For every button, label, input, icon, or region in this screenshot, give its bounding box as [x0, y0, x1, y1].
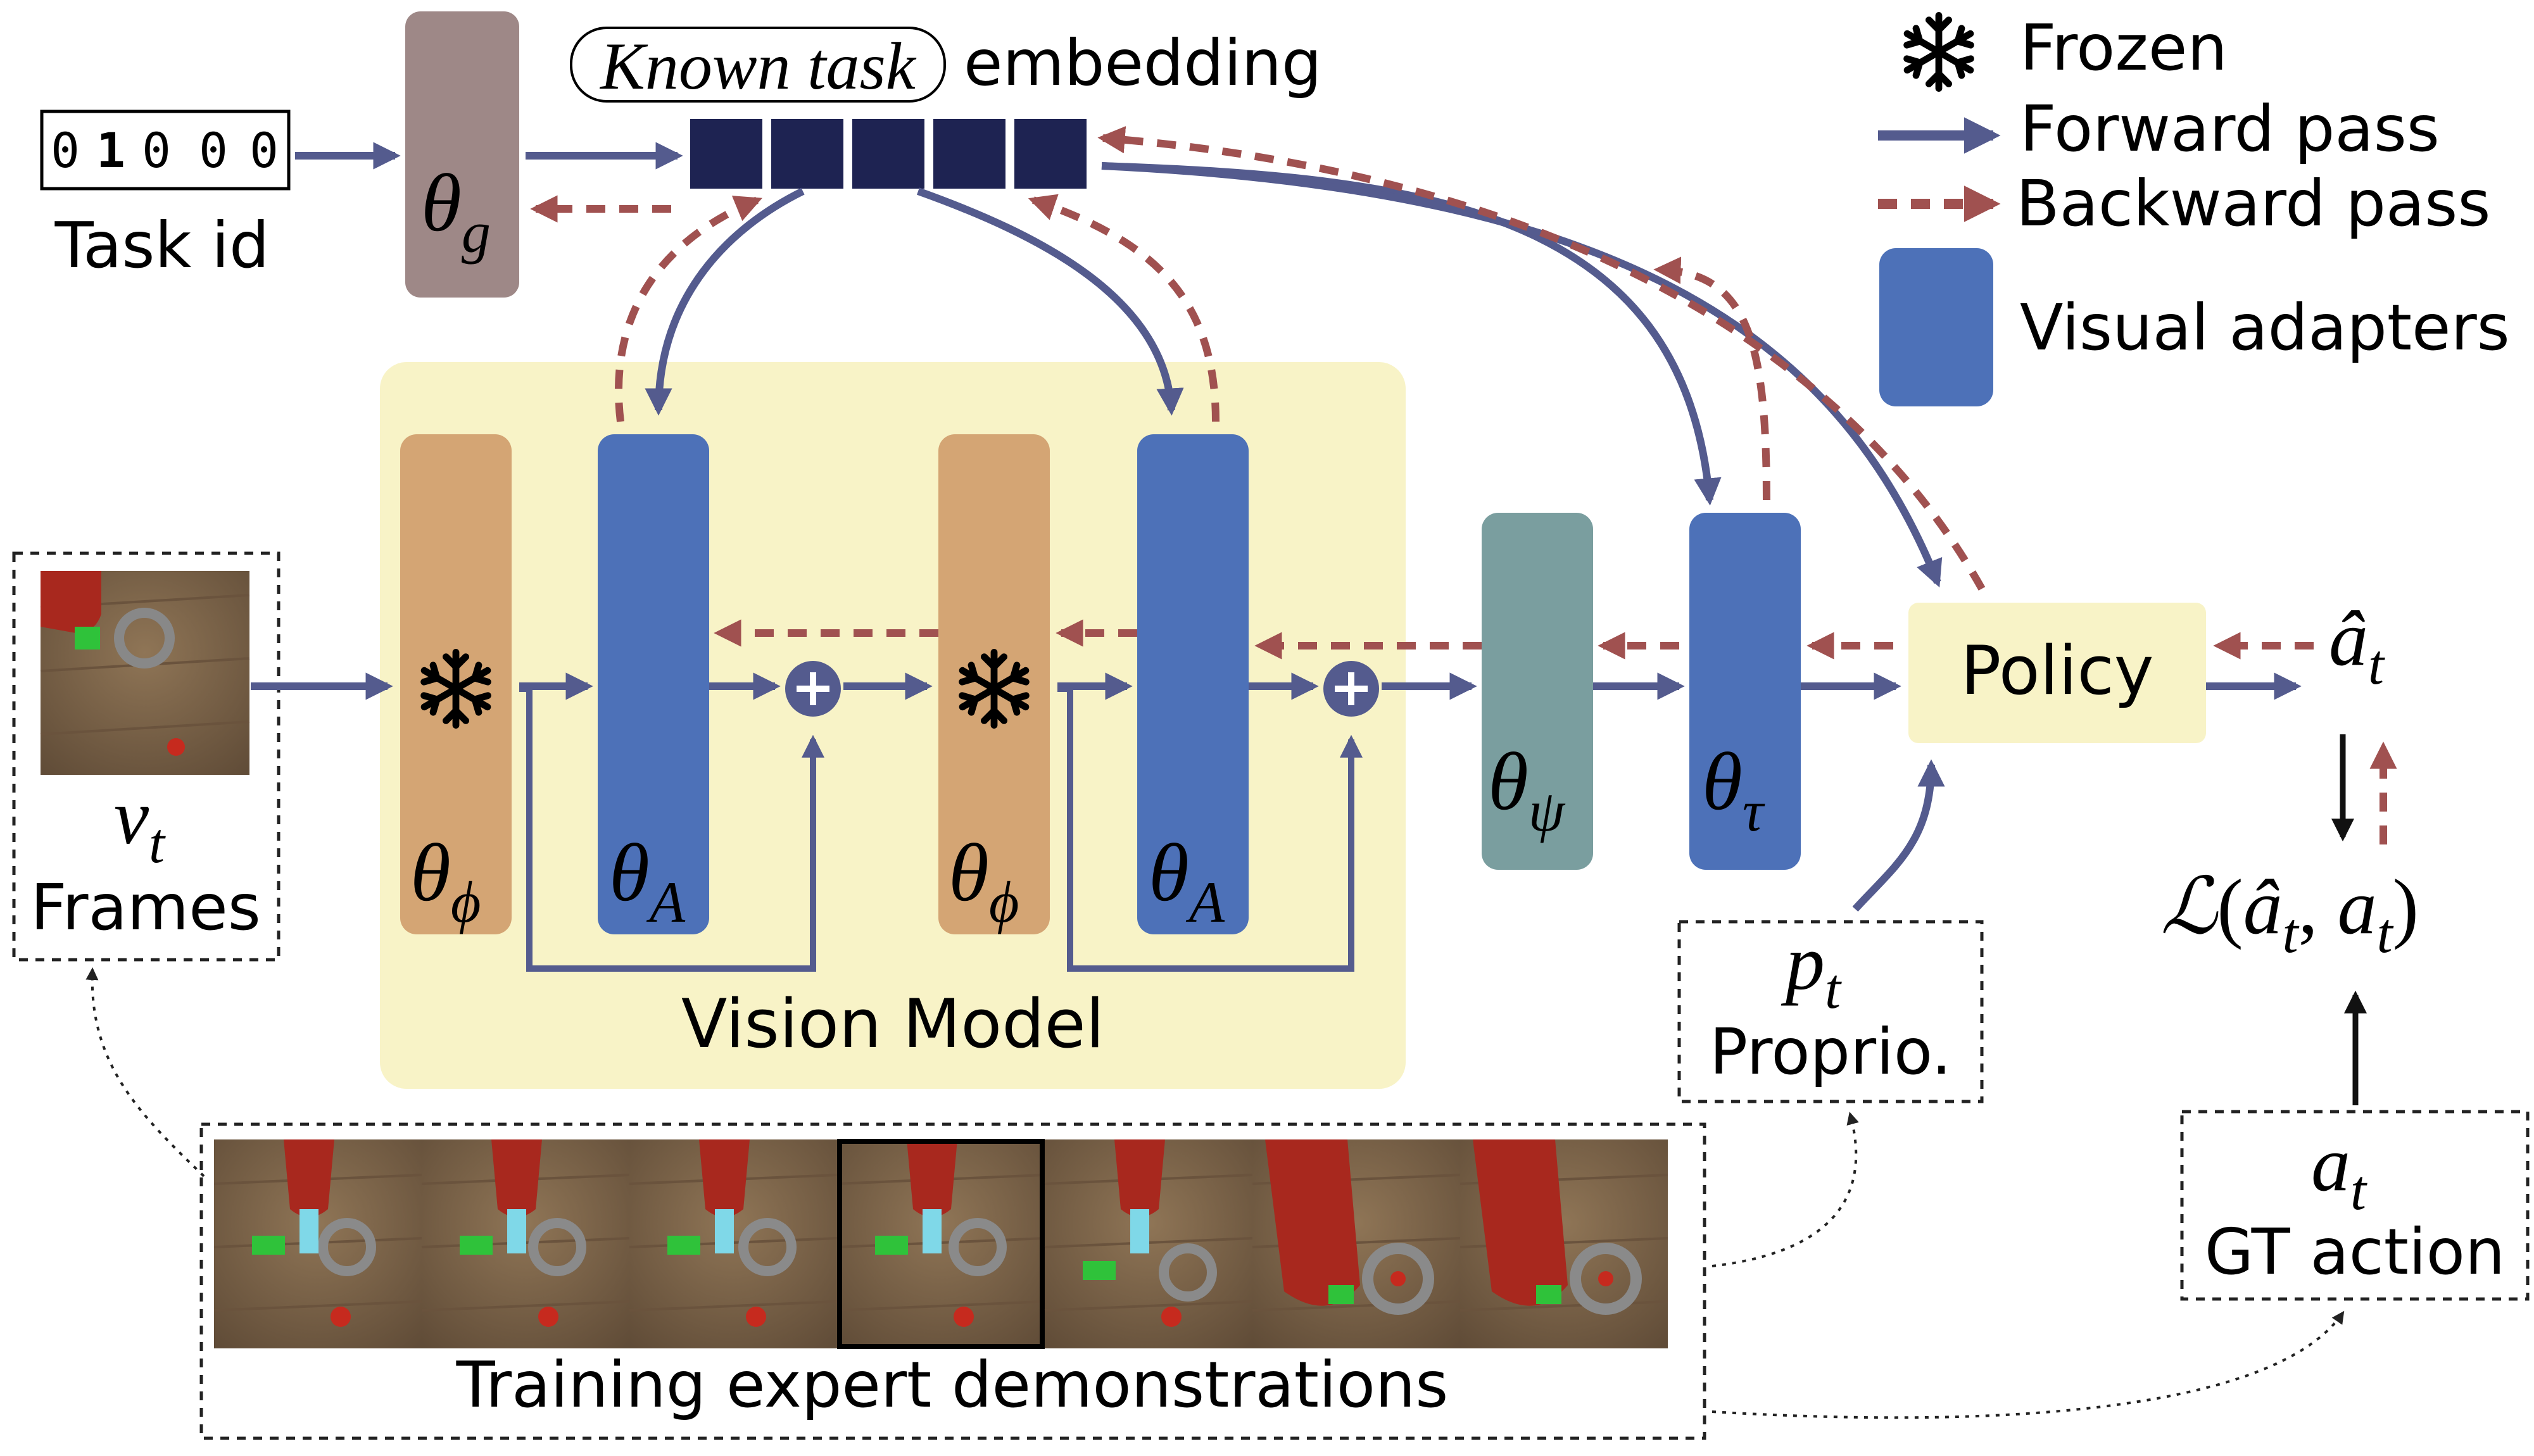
demo-frame [629, 1139, 838, 1348]
embedding-vector [690, 119, 1087, 189]
embedding-cell [771, 119, 843, 189]
dotted-connectors [85, 967, 2345, 1419]
theta-a-label: θA [1149, 827, 1225, 934]
theta-psi-label: θψ [1488, 736, 1566, 843]
backward-connections [530, 126, 2397, 844]
embedding-cell [690, 119, 762, 189]
gt-action-input: at GT action [2180, 1110, 2530, 1301]
task-id-group: 0 1 0 0 0 Task id [40, 110, 291, 282]
demo-frame [1044, 1139, 1253, 1348]
task-bit: 0 [199, 122, 228, 179]
theta-phi-label: θϕ [410, 827, 481, 934]
task-bit: 0 [51, 122, 80, 179]
plus-circle-icon [785, 661, 841, 717]
task-id-bits: 0 1 0 0 0 [51, 122, 279, 179]
p-t-label: pt [1781, 919, 1842, 1020]
demo-frame [421, 1139, 630, 1348]
known-task-label: Known task [599, 29, 917, 103]
policy-module: Policy [1908, 603, 2206, 743]
frozen-encoder-2: θϕ [938, 434, 1050, 934]
proprio-label: Proprio. [1710, 1015, 1951, 1089]
policy-label: Policy [1961, 632, 2154, 710]
forward-connections [251, 142, 2302, 912]
visual-adapter-2: θA [1137, 434, 1249, 934]
legend-forward: Forward pass [2020, 92, 2440, 166]
snowflake-icon [1907, 15, 1971, 88]
demonstrations-caption: Training expert demonstrations [456, 1348, 1449, 1422]
demo-frame [1459, 1139, 1668, 1348]
embedding-title: Known task embedding [570, 26, 1322, 103]
theta-phi-label: θϕ [949, 827, 1019, 934]
legend: Frozen Forward pass Backward pass Visual… [1878, 11, 2510, 406]
theta-tau-label: θτ [1702, 736, 1765, 843]
legend-frozen: Frozen [2020, 11, 2228, 85]
demo-frame [1252, 1139, 1461, 1348]
theta-psi-module: θψ [1482, 513, 1593, 870]
a-hat-label: ât [2329, 595, 2385, 696]
legend-adapters: Visual adapters [2020, 291, 2510, 365]
frames-label: Frames [30, 870, 261, 945]
task-id-box [40, 110, 291, 191]
frozen-encoder-1: θϕ [400, 434, 512, 934]
demo-frame [213, 1139, 422, 1348]
input-frame-thumbnail [40, 571, 250, 775]
a-t-label: at [2311, 1120, 2367, 1222]
task-id-label: Task id [54, 208, 270, 282]
demo-frame-strip [213, 1139, 1668, 1349]
gt-action-label: GT action [2205, 1215, 2506, 1289]
demo-frame [836, 1139, 1045, 1349]
theta-g-label: θg [421, 158, 491, 265]
frames-input: vt Frames [12, 551, 281, 962]
theta-tau-module: θτ [1689, 513, 1801, 870]
theta-a-label: θA [609, 827, 686, 934]
loss-connections [2331, 734, 2367, 1105]
proprio-input: pt Proprio. [1677, 919, 1984, 1103]
task-bit: 0 [142, 122, 171, 179]
v-t-label: vt [114, 774, 166, 875]
vision-model-label: Vision Model [681, 985, 1104, 1063]
plus-circle-icon [1323, 661, 1379, 717]
embedding-cell [1014, 119, 1087, 189]
vision-model-panel [380, 362, 1406, 1089]
embedding-label: embedding [964, 26, 1322, 100]
legend-backward: Backward pass [2016, 166, 2490, 241]
demonstrations-panel: Training expert demonstrations [199, 1122, 1706, 1440]
visual-adapter-1: θA [598, 434, 709, 934]
task-bit: 0 [249, 122, 279, 179]
loss-label: ℒ(ât, at) [2160, 863, 2419, 965]
adapter-swatch [1879, 248, 1993, 406]
embedding-cell [933, 119, 1005, 189]
task-bit: 1 [96, 122, 125, 179]
embedding-cell [852, 119, 924, 189]
theta-g-module: θg [405, 11, 519, 298]
